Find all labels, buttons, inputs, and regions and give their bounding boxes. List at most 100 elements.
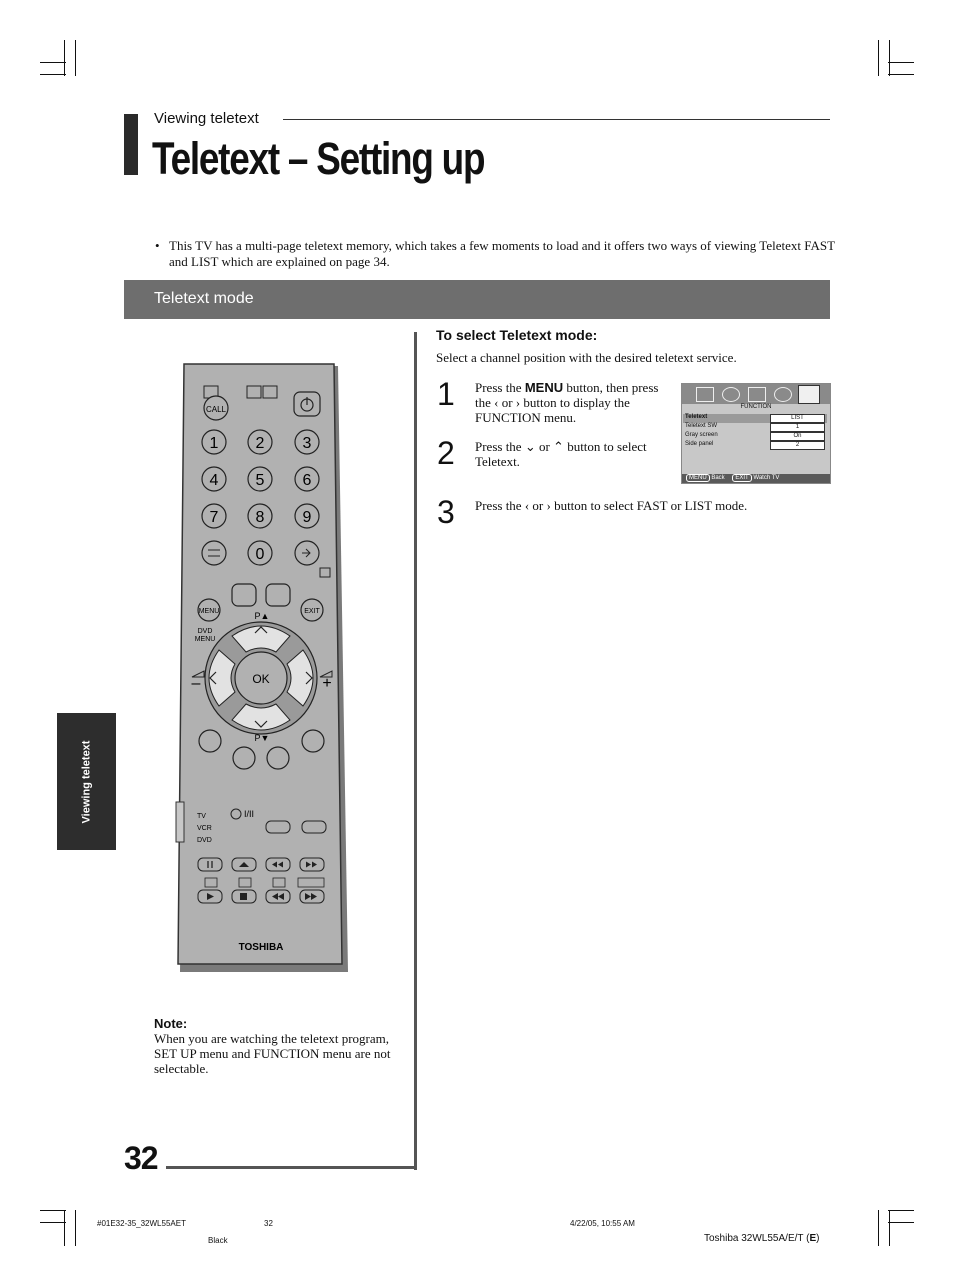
title-accent-bar	[124, 114, 138, 175]
yellow-button	[266, 746, 290, 770]
footer-model: Toshiba 32WL55A/E/T (E)	[704, 1233, 820, 1244]
call-button: CALL	[203, 385, 229, 421]
transport-buttons	[197, 857, 325, 904]
crop-mark	[64, 40, 65, 76]
picture-position-button	[265, 583, 291, 607]
setup-icon	[748, 387, 766, 402]
menu-label: MENU	[199, 608, 220, 615]
dvd-menu-label-1: DVD	[198, 628, 213, 635]
digit-5: 5	[256, 472, 265, 489]
digit-0: 0	[256, 546, 265, 563]
p-up-label: P▲	[255, 611, 270, 621]
note-heading: Note:	[154, 1016, 188, 1031]
intro-paragraph: • This TV has a multi-page teletext memo…	[155, 238, 835, 270]
chevron-up-icon	[254, 626, 268, 634]
menu-footer: MENU Back EXIT Watch TV	[682, 474, 830, 483]
menu-icon-strip	[682, 384, 830, 404]
crop-mark	[40, 62, 66, 63]
menu-title: FUNCTION	[740, 404, 772, 410]
page-title: Teletext – Setting up	[152, 133, 486, 184]
page-number-rule	[166, 1166, 417, 1169]
side-tab	[57, 713, 116, 850]
bullet-dot: •	[155, 238, 160, 253]
exit-label: EXIT	[304, 608, 320, 615]
vcr-mode-label: VCR	[197, 825, 212, 832]
crop-mark	[40, 1222, 66, 1223]
tv-mode-label: TV	[197, 813, 206, 820]
left-button	[208, 649, 236, 707]
chevron-right-icon	[305, 671, 313, 685]
note-block: Note: When you are watching the teletext…	[154, 1016, 404, 1076]
up-button	[231, 625, 291, 653]
page-number: 32	[124, 1140, 159, 1176]
picture-size-button	[231, 583, 257, 607]
footer-color: Black	[208, 1236, 228, 1245]
red-button	[198, 729, 222, 753]
remote-control-illustration: CALL 1 2 3 4 5 6 7 8 9 0 MENU	[175, 363, 348, 972]
crop-mark	[878, 40, 879, 76]
digit-9: 9	[303, 509, 312, 526]
p-down-label: P▼	[255, 733, 270, 743]
chevron-down-icon	[254, 720, 268, 728]
digit-1: 1	[210, 435, 219, 452]
crop-mark	[75, 1210, 76, 1246]
tv-icon	[262, 385, 278, 399]
crop-mark	[75, 40, 76, 76]
volume-plus-label: +	[322, 675, 331, 692]
crop-mark	[40, 1210, 66, 1211]
step-number: 1	[437, 376, 455, 412]
volume-up-icon	[319, 670, 333, 678]
menu-button	[197, 598, 221, 622]
power-button	[293, 391, 321, 417]
step-text: Press the ‹ or › button to select FAST o…	[475, 498, 748, 513]
function-icon	[798, 385, 820, 404]
digit-2: 2	[256, 435, 265, 452]
function-menu-screenshot: FUNCTION Teletext LIST Teletext SW 1 Gra…	[681, 383, 831, 484]
volume-down-icon	[191, 670, 205, 678]
crop-mark	[889, 40, 890, 76]
brand-logo: TOSHIBA	[239, 942, 284, 953]
menu-row: Teletext LIST	[683, 414, 827, 423]
digit-8: 8	[256, 509, 265, 526]
note-text: When you are watching the teletext progr…	[154, 1031, 391, 1076]
digit-6: 6	[303, 472, 312, 489]
dual-label: I/II	[244, 809, 254, 819]
sound-menu-icon	[722, 387, 740, 402]
crop-mark	[40, 74, 66, 75]
section-heading: Teletext mode	[154, 290, 254, 307]
number-pad: 1 2 3 4 5 6 7 8 9 0	[201, 429, 320, 566]
header-rule	[283, 119, 830, 120]
subtitle-icon	[319, 567, 331, 578]
digit-7: 7	[210, 509, 219, 526]
picture-icon	[696, 387, 714, 402]
right-button	[286, 649, 314, 707]
footer-filename: #01E32-35_32WL55AET	[97, 1219, 186, 1228]
feature-icon	[774, 387, 792, 402]
footer-date: 4/22/05, 10:55 AM	[570, 1219, 635, 1228]
crop-mark	[888, 1222, 914, 1223]
digit-4: 4	[210, 472, 219, 489]
intro-text: This TV has a multi-page teletext memory…	[169, 238, 835, 269]
step-text: Press the ⌄ or ⌃ button to select Telete…	[475, 439, 647, 469]
input-icon	[302, 548, 311, 558]
crop-mark	[889, 1210, 890, 1246]
dvd-mode-label: DVD	[197, 837, 212, 844]
blue-button	[301, 729, 325, 753]
sound-button	[265, 820, 291, 834]
return-icon	[208, 549, 220, 557]
menu-row: Teletext SW 1	[683, 423, 827, 432]
side-tab-label: Viewing teletext	[80, 740, 93, 823]
down-button	[231, 703, 291, 731]
instructions-heading: To select Teletext mode:	[436, 327, 598, 343]
ok-label: OK	[252, 672, 269, 686]
mode-switch	[175, 801, 185, 843]
chevron-left-icon	[209, 671, 217, 685]
dvd-menu-label-2: MENU	[195, 636, 216, 643]
exit-button	[300, 598, 324, 622]
crop-mark	[64, 1210, 65, 1246]
green-button	[232, 746, 256, 770]
direction-pad: OK	[204, 621, 318, 735]
footer-page: 32	[264, 1219, 273, 1228]
instructions-description: Select a channel position with the desir…	[436, 350, 737, 365]
menu-row: Gray screen On	[683, 432, 827, 441]
